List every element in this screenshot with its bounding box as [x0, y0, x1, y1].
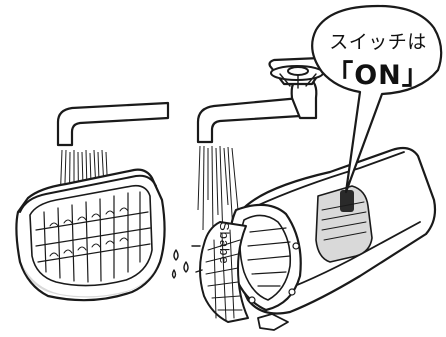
shaver-body-icon	[200, 148, 435, 330]
water-splash	[173, 246, 203, 278]
callout-label-switch: スイッチは	[316, 27, 440, 54]
detached-shaver-head-icon	[16, 170, 164, 300]
switch-icon	[340, 190, 354, 212]
brand-logo-text: Sbabe	[217, 222, 232, 265]
left-faucet-icon	[58, 103, 168, 145]
callout-label-on: 「ON」	[316, 53, 440, 92]
